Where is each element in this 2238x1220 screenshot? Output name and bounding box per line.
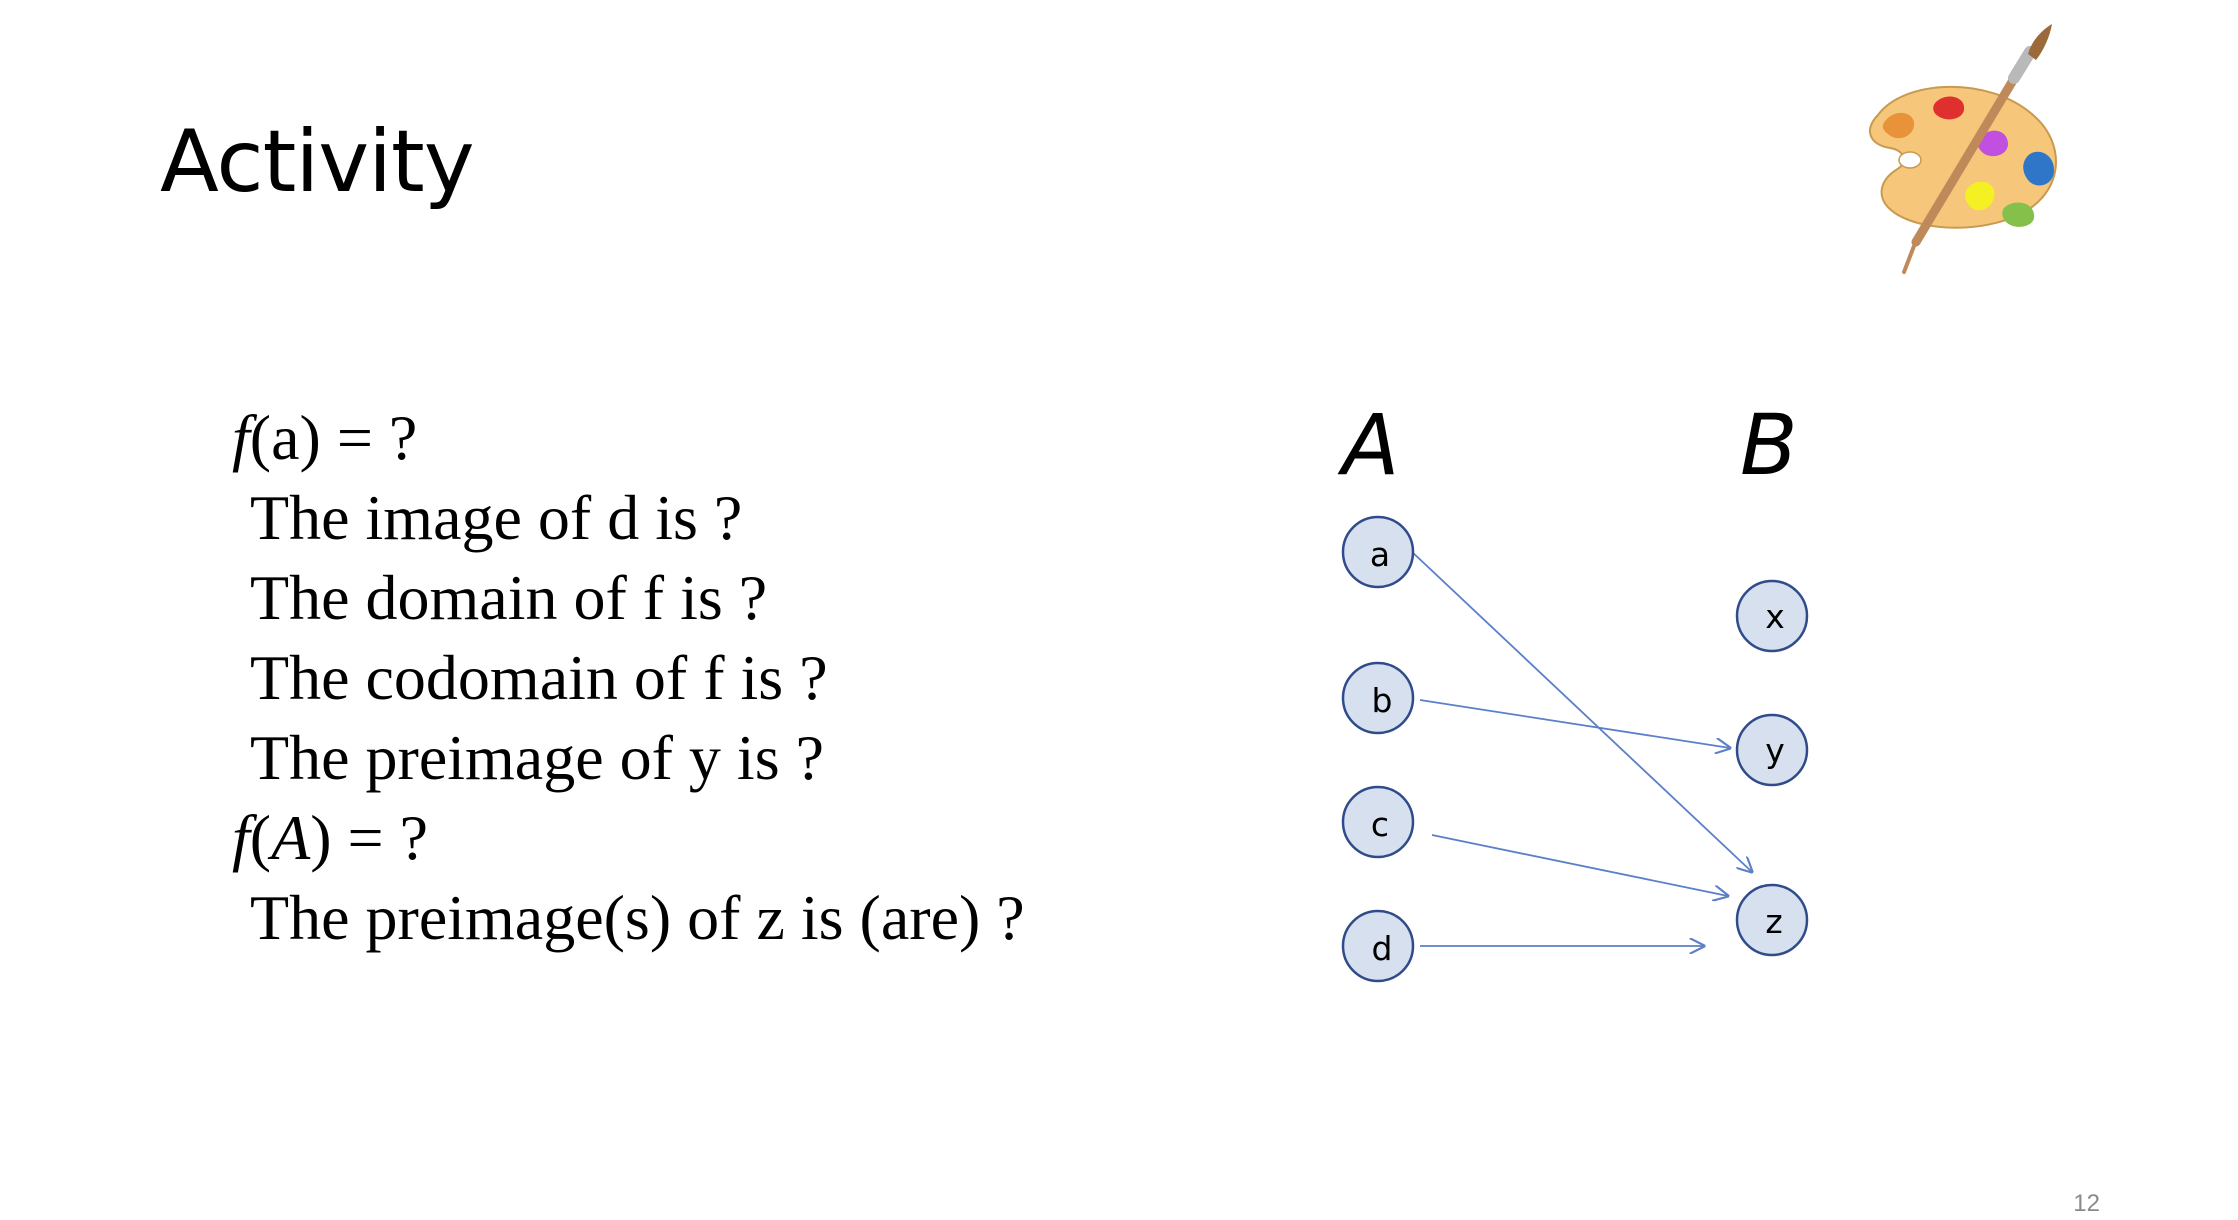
question-text: The codomain of f is ? [250,642,828,713]
question-f-of-set-a: f(A) = ? [232,798,1132,878]
question-f-of-a: f(a) = ? [232,398,1132,478]
set-symbol: A [271,802,311,873]
question-domain: The domain of f is ? [232,558,1132,638]
arrow-b-to-y [1419,699,1730,748]
function-symbol: f [232,402,250,473]
node-label: z [1765,902,1782,941]
question-list: f(a) = ? The image of d is ? The domain … [232,398,1132,958]
arrow-c-to-z [1431,834,1728,896]
question-text: (a) = ? [249,402,418,473]
domain-node-c: c [1341,785,1415,859]
codomain-node-y: y [1735,713,1809,787]
question-preimage-of-y: The preimage of y is ? [232,718,1132,798]
question-text: The preimage(s) of z is (are) ? [250,882,1025,953]
question-codomain: The codomain of f is ? [232,638,1132,718]
node-label: x [1765,597,1785,636]
question-text: The image of d is ? [250,482,743,553]
slide-title: Activity [160,112,475,212]
page-number: 12 [2073,1190,2100,1217]
function-mapping-diagram: A B a b c d [1300,390,1860,1010]
set-a-label: A [1337,396,1399,494]
node-label: y [1765,731,1785,770]
node-label: b [1372,681,1393,720]
paint-palette-icon [1818,20,2078,280]
function-symbol: f [232,802,250,873]
node-label: d [1372,929,1393,968]
question-text: The preimage of y is ? [250,722,824,793]
open-paren: ( [249,802,272,873]
arrow-a-to-z [1409,549,1752,872]
codomain-node-x: x [1735,579,1809,653]
set-b-label: B [1740,396,1798,494]
domain-node-b: b [1341,661,1415,735]
domain-node-d: d [1341,909,1415,983]
node-label: c [1371,805,1389,844]
node-label: a [1370,535,1390,574]
question-text: ) = ? [310,802,428,873]
codomain-node-z: z [1735,883,1809,957]
question-text: The domain of f is ? [250,562,768,633]
domain-node-a: a [1341,515,1415,589]
question-preimages-of-z: The preimage(s) of z is (are) ? [232,878,1132,958]
question-image-of-d: The image of d is ? [232,478,1132,558]
